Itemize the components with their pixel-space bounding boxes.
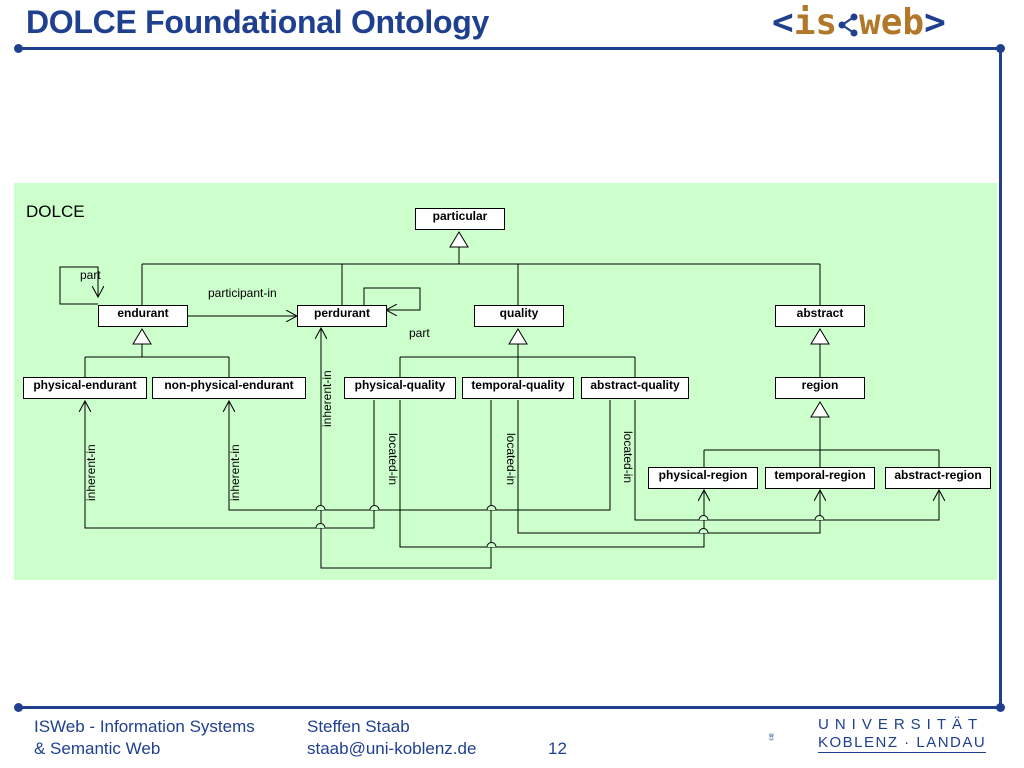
footer-rule bbox=[18, 706, 1002, 709]
class-endurant: endurant bbox=[98, 305, 188, 327]
class-physical-endurant: physical-endurant bbox=[23, 377, 147, 399]
side-rule bbox=[999, 47, 1002, 709]
university-crest-icon bbox=[768, 733, 775, 741]
class-abstract: abstract bbox=[775, 305, 865, 327]
class-non-physical-endurant: non-physical-endurant bbox=[152, 377, 306, 399]
footer-org-line1: ISWeb - Information Systems bbox=[34, 717, 255, 736]
footer-org-line2: & Semantic Web bbox=[34, 739, 161, 758]
diagram-label: DOLCE bbox=[26, 202, 85, 221]
relation-located-in-physical: located-in bbox=[386, 433, 400, 486]
class-temporal-region: temporal-region bbox=[765, 467, 875, 489]
slide-title: DOLCE Foundational Ontology bbox=[26, 4, 489, 40]
relation-located-in-temporal: located-in bbox=[504, 433, 518, 486]
class-particular: particular bbox=[415, 208, 505, 230]
class-physical-quality: physical-quality bbox=[344, 377, 456, 399]
class-quality: quality bbox=[474, 305, 564, 327]
class-abstract-region: abstract-region bbox=[885, 467, 991, 489]
page-number: 12 bbox=[548, 739, 567, 758]
relation-participant-in: participant-in bbox=[208, 286, 277, 300]
class-physical-region: physical-region bbox=[648, 467, 758, 489]
rule-dot-bottom-right bbox=[996, 703, 1005, 712]
rule-dot-bottom-left bbox=[14, 703, 23, 712]
relation-part-perdurant: part bbox=[409, 326, 430, 340]
relation-located-in-abstract: located-in bbox=[621, 431, 635, 484]
footer-email: staab@uni-koblenz.de bbox=[307, 739, 477, 758]
dolce-diagram: DOLCE particular endurant perdurant qual… bbox=[14, 183, 997, 580]
relation-inherent-in-physical-endurant: inherent-in bbox=[84, 444, 98, 501]
rule-dot-top-left bbox=[14, 44, 23, 53]
class-perdurant: perdurant bbox=[297, 305, 387, 327]
header-rule bbox=[18, 47, 1002, 50]
relation-inherent-in-perdurant: inherent-in bbox=[320, 370, 334, 427]
university-name: UNIVERSITÄT bbox=[818, 716, 984, 733]
relation-part-endurant: part bbox=[80, 268, 101, 282]
footer-author: Steffen Staab bbox=[307, 717, 410, 736]
class-temporal-quality: temporal-quality bbox=[462, 377, 574, 399]
class-abstract-quality: abstract-quality bbox=[581, 377, 689, 399]
share-icon bbox=[838, 13, 858, 37]
university-location: KOBLENZ · LANDAU bbox=[818, 734, 987, 753]
class-region: region bbox=[775, 377, 865, 399]
diagram-connectors bbox=[59, 231, 997, 569]
relation-inherent-in-non-physical-endurant: inherent-in bbox=[228, 444, 242, 501]
